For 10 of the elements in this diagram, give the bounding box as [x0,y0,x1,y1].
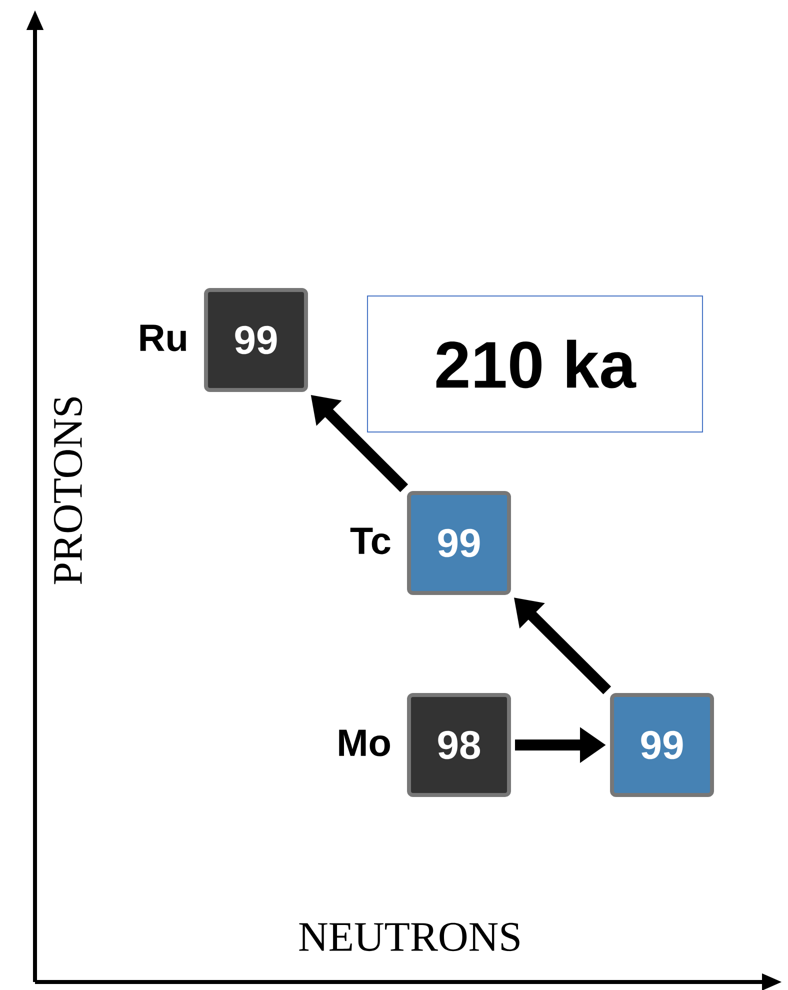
isotope-box: 99 [204,288,308,392]
isotope-box: 99 [610,693,714,797]
half-life-box: 210 ka [367,296,703,432]
axis-label: NEUTRONS [299,922,520,952]
element-symbol: Tc [350,528,390,554]
isotope-box: 98 [407,693,511,797]
axis-label: PROTONS [54,397,82,584]
element-symbol: Mo [339,730,390,756]
isotope-box: 99 [407,491,511,595]
element-symbol: Ru [140,324,186,352]
